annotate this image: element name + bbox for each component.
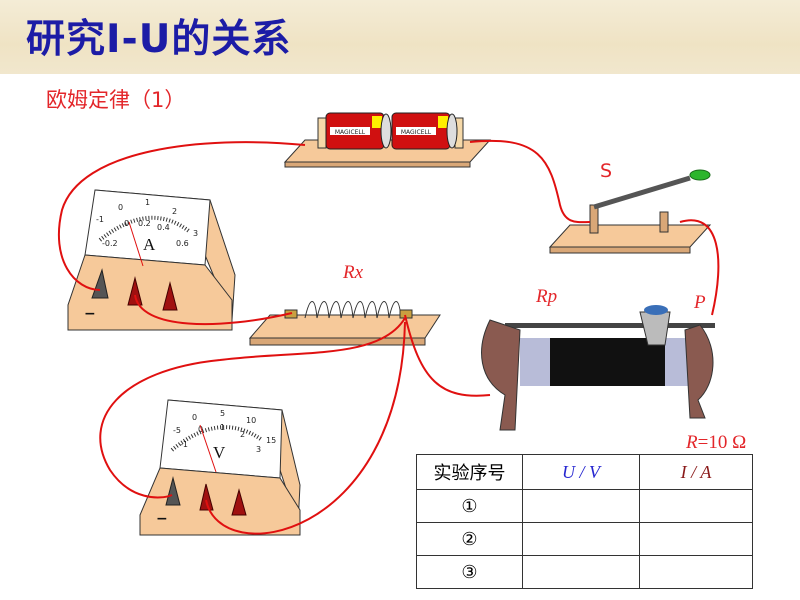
scale-label: -5: [173, 426, 181, 435]
scale-label: -1: [96, 215, 104, 224]
row-index: ②: [416, 522, 523, 556]
row-index: ①: [416, 489, 523, 523]
slider-label: P: [693, 292, 706, 313]
voltmeter: -5 0 5 10 15 -1 0 1 2 3 V −: [139, 399, 301, 536]
terminal-negative: [91, 268, 109, 299]
table-row: ①: [416, 489, 753, 523]
scale-label: 5: [220, 409, 225, 418]
scale-label: 3: [193, 229, 198, 238]
slide-subtitle: 欧姆定律（1）: [46, 88, 186, 112]
battery-holder: MAGICELL MAGICELL: [283, 112, 492, 168]
ammeter: -1 0 1 2 3 -0.2 0 0.2 0.4 0.6 A −: [67, 189, 236, 331]
table-row: ③: [416, 555, 753, 589]
header-voltage: U / V: [522, 454, 640, 490]
scale-label: 2: [172, 207, 177, 216]
scale-label: 3: [256, 445, 261, 454]
current-cell[interactable]: [639, 522, 753, 556]
scale-label: -0.2: [102, 239, 118, 248]
voltmeter-unit: V: [213, 443, 226, 462]
rheostat-label: Rp: [535, 286, 557, 307]
row-index: ③: [416, 555, 523, 589]
scale-label: 1: [220, 423, 225, 432]
scale-label: 0: [192, 413, 197, 422]
slide-header: 研究I-U的关系: [0, 0, 800, 74]
negative-sign: −: [84, 306, 96, 322]
battery-label: MAGICELL: [401, 129, 432, 136]
scale-label: 2: [240, 430, 245, 439]
resistor-label: Rx: [342, 262, 364, 283]
scale-label: 0.6: [176, 239, 189, 248]
table-row: ②: [416, 522, 753, 556]
battery-cell: MAGICELL: [391, 112, 458, 150]
voltage-cell[interactable]: [522, 555, 640, 589]
wires: [57, 139, 720, 535]
scale-label: 15: [266, 436, 276, 445]
switch-label: S: [600, 160, 612, 182]
negative-sign: −: [156, 511, 168, 527]
scale-label: 0: [118, 203, 123, 212]
resistance-value: =10 Ω: [697, 432, 747, 453]
voltage-cell[interactable]: [522, 522, 640, 556]
scale-label: 0: [198, 425, 203, 434]
scale-label: 0.4: [157, 223, 170, 232]
battery-label: MAGICELL: [335, 129, 366, 136]
battery-cell: MAGICELL: [325, 112, 392, 150]
terminal-negative: [165, 476, 181, 506]
resistance-note: R=10 Ω: [686, 432, 746, 454]
scale-label: -1: [180, 440, 188, 449]
ammeter-unit: A: [143, 235, 156, 254]
current-cell[interactable]: [639, 489, 753, 523]
current-cell[interactable]: [639, 555, 753, 589]
header-current: I / A: [639, 454, 753, 490]
knife-switch: [548, 169, 712, 254]
table-header-row: 实验序号 U / V I / A: [416, 454, 753, 490]
scale-label: 0.2: [138, 219, 151, 228]
scale-label: 0: [124, 219, 129, 228]
resistance-symbol: R: [686, 432, 698, 453]
header-index: 实验序号: [416, 454, 523, 490]
data-table: 实验序号 U / V I / A ① ② ③: [416, 454, 753, 589]
scale-label: 1: [145, 198, 150, 207]
slide-title: 研究I-U的关系: [26, 17, 292, 62]
voltage-cell[interactable]: [522, 489, 640, 523]
rheostat-rp: [481, 305, 715, 431]
scale-label: 10: [246, 416, 256, 425]
